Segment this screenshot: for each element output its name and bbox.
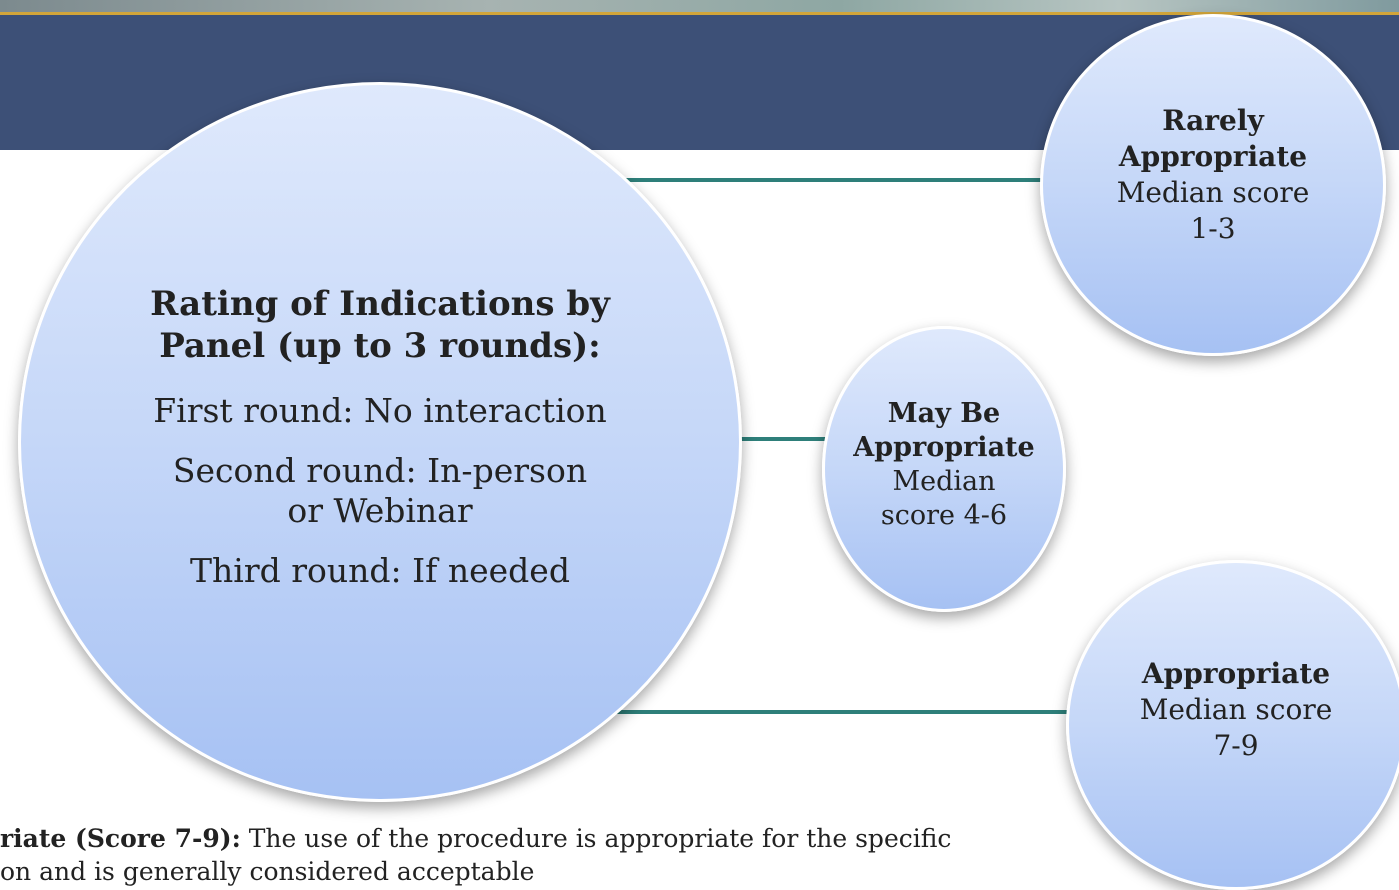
round-2-line2: or Webinar bbox=[287, 491, 473, 530]
rarely-desc-line1: Median score bbox=[1116, 176, 1310, 209]
may-be-appropriate-bubble: May Be Appropriate Median score 4-6 bbox=[822, 326, 1066, 612]
round-1: First round: No interaction bbox=[153, 391, 607, 430]
round-3: Third round: If needed bbox=[190, 551, 570, 590]
may-desc-line1: Median bbox=[892, 466, 996, 497]
appropriate-desc-line2: 7-9 bbox=[1213, 729, 1259, 762]
footnote-label: riate (Score 7-9): bbox=[0, 824, 241, 853]
rarely-title-line2: Appropriate bbox=[1118, 140, 1308, 173]
round-2: Second round: In-person or Webinar bbox=[120, 451, 640, 531]
footnote: riate (Score 7-9): The use of the proced… bbox=[0, 822, 1000, 888]
appropriate-desc-line1: Median score bbox=[1139, 693, 1333, 726]
top-decorative-strip bbox=[0, 0, 1399, 12]
footnote-area: riate (Score 7-9): The use of the proced… bbox=[0, 822, 1399, 889]
rarely-appropriate-bubble: Rarely Appropriate Median score 1-3 bbox=[1040, 14, 1386, 356]
connector-may-be bbox=[736, 437, 828, 441]
rating-title-line2: Panel (up to 3 rounds): bbox=[159, 326, 601, 366]
footnote-text: The use of the procedure is appropriate … bbox=[240, 824, 952, 853]
footnote-line1: riate (Score 7-9): The use of the proced… bbox=[0, 822, 1000, 855]
may-title-line2: Appropriate bbox=[853, 432, 1035, 463]
connector-appropriate bbox=[610, 710, 1070, 714]
rating-process-title: Rating of Indications by Panel (up to 3 … bbox=[130, 283, 630, 367]
may-title-line1: May Be bbox=[887, 398, 1001, 429]
footnote-line2: on and is generally considered acceptabl… bbox=[0, 857, 535, 886]
appropriate-bubble: Appropriate Median score 7-9 bbox=[1066, 560, 1399, 890]
rating-title-line1: Rating of Indications by bbox=[150, 284, 610, 324]
rating-process-bubble: Rating of Indications by Panel (up to 3 … bbox=[18, 82, 742, 802]
may-desc-line2: score 4-6 bbox=[880, 500, 1008, 531]
round-2-line1: Second round: In-person bbox=[172, 451, 588, 490]
rarely-desc-line2: 1-3 bbox=[1190, 212, 1236, 245]
connector-rarely bbox=[610, 178, 1050, 182]
top-accent-line bbox=[0, 12, 1399, 15]
appropriate-title: Appropriate bbox=[1141, 657, 1331, 690]
rarely-title-line1: Rarely bbox=[1162, 104, 1264, 137]
